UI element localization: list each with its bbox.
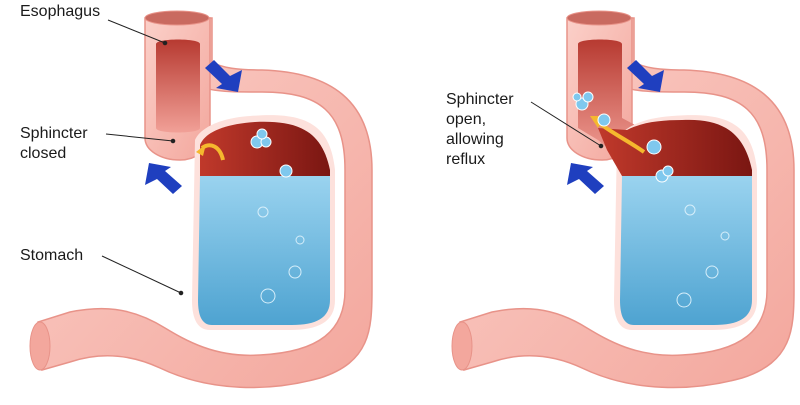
label-sphincter-closed-line1: Sphincter <box>20 125 88 142</box>
esophagus-leader <box>107 19 166 44</box>
esophagus-opening <box>566 10 632 26</box>
duodenum-opening <box>451 321 473 371</box>
label-sphincter-closed: Sphincter closed <box>20 124 88 164</box>
label-stomach-text: Stomach <box>20 247 84 264</box>
sphincter-closed-leader <box>105 133 174 142</box>
stomach-open <box>451 10 795 389</box>
stomach-leader-dot <box>178 290 184 296</box>
stomach-wall <box>459 17 795 389</box>
label-sphincter-open-line4: reflux <box>446 151 486 168</box>
label-stomach: Stomach <box>20 246 83 266</box>
label-sphincter-open: Sphincter open, allowing reflux <box>446 90 514 170</box>
label-sphincter-open-line2: open, <box>446 111 487 128</box>
leader-lines <box>101 19 604 296</box>
esophagus-opening <box>144 10 210 26</box>
label-esophagus: Esophagus <box>20 2 100 22</box>
esophagus-channel <box>156 39 200 133</box>
label-sphincter-open-line3: allowing <box>446 131 504 148</box>
label-sphincter-closed-line2: closed <box>20 145 67 162</box>
pressure-arrow <box>145 60 242 194</box>
bubbles <box>572 91 730 308</box>
label-sphincter-open-line1: Sphincter <box>446 91 514 108</box>
reflux-blocked-arrowhead <box>196 144 206 156</box>
stomach-contents <box>198 176 330 325</box>
stomach-contents <box>620 176 752 325</box>
pressure-arrow <box>567 60 664 194</box>
sphincter-open-leader <box>530 101 602 147</box>
esophagus-leader-dot <box>162 40 168 46</box>
stomach-wall <box>37 17 373 389</box>
gastric-acid <box>200 121 330 176</box>
sphincter-closed-leader-dot <box>170 138 176 144</box>
stomach-closed <box>29 10 373 389</box>
label-esophagus-text: Esophagus <box>20 3 101 20</box>
stomach-leader <box>101 255 182 294</box>
bubbles <box>250 128 305 304</box>
duodenum-opening <box>29 321 51 371</box>
gastric-acid <box>598 119 752 176</box>
sphincter-open-leader-dot <box>598 143 604 149</box>
